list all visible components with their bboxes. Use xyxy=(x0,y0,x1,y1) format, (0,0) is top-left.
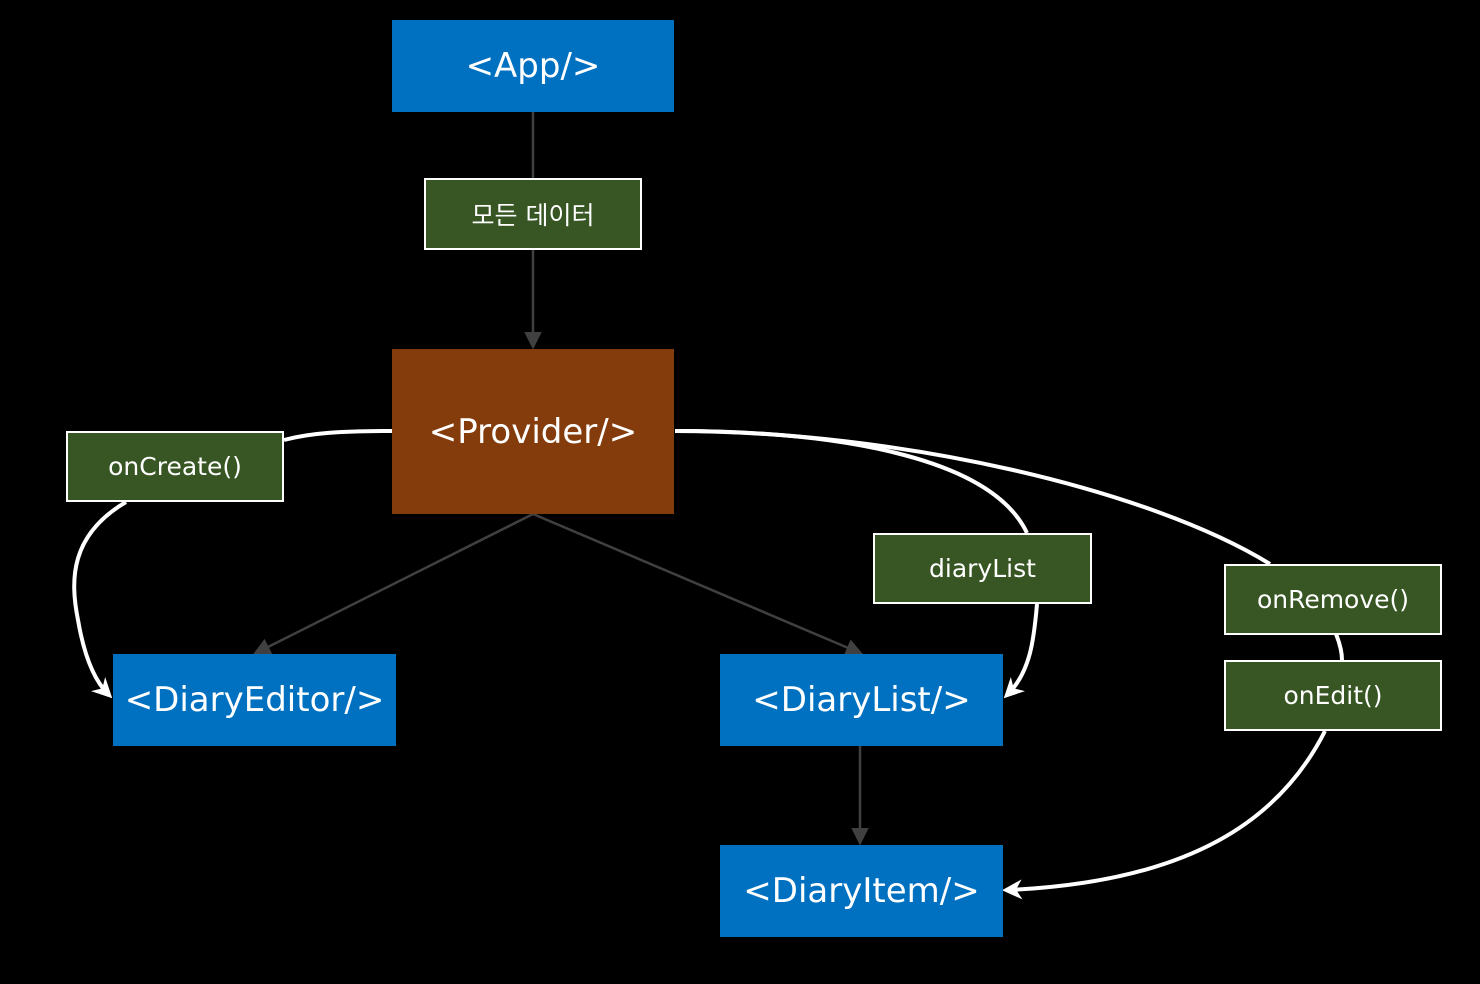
flow-diarylist-line xyxy=(674,429,1029,534)
flow-oncreate-arrow xyxy=(72,500,128,699)
flow-onremove-line xyxy=(674,429,1272,566)
diary-item-component: <DiaryItem/> xyxy=(720,845,1003,937)
edge-provider-to-diary-editor xyxy=(252,512,534,655)
flow-onremove-connector xyxy=(1334,633,1344,661)
oncreate-label: onCreate() xyxy=(66,431,284,502)
flow-diarylist-arrow xyxy=(1003,603,1039,699)
app-component: <App/> xyxy=(392,20,674,112)
edge-provider-to-diary-list xyxy=(532,512,864,656)
all-data-label: 모든 데이터 xyxy=(424,178,642,250)
diary-editor-component: <DiaryEditor/> xyxy=(113,654,396,746)
flow-onedit-arrow xyxy=(1002,730,1327,900)
diarylist-label: diaryList xyxy=(873,533,1092,604)
onremove-label: onRemove() xyxy=(1224,564,1442,635)
flow-oncreate-line xyxy=(283,429,393,442)
provider-component: <Provider/> xyxy=(392,349,674,514)
diary-list-component: <DiaryList/> xyxy=(720,654,1003,746)
onedit-label: onEdit() xyxy=(1224,660,1442,731)
